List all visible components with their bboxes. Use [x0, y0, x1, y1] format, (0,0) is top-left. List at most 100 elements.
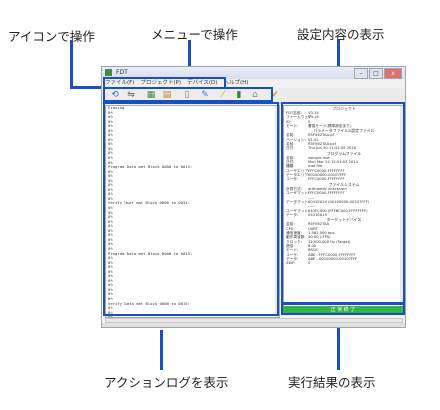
- log-line: 0%: [108, 268, 113, 274]
- settings-value: 50.00 (-FPS): [308, 235, 331, 240]
- settings-row: 計算方式:arithmetic checksum: [284, 187, 404, 191]
- settings-value: V3.14: [308, 115, 319, 120]
- settings-key: データマット:: [286, 199, 310, 204]
- settings-key: SWF:: [286, 261, 296, 266]
- maximize-button[interactable]: □: [369, 68, 383, 79]
- log-line: 0%: [108, 277, 113, 283]
- settings-row: モード:BSCK: [284, 248, 404, 252]
- window-title: FDT: [116, 69, 128, 76]
- settings-row: 名前:R5F562TAA: [284, 222, 404, 226]
- log-line: 0%: [108, 282, 113, 288]
- log-line: 0%: [108, 273, 113, 279]
- settings-value: 1,562,500 bps: [308, 230, 335, 235]
- settings-key: 逓倍:: [286, 243, 295, 248]
- settings-key: ユーザマット:: [286, 208, 310, 213]
- settings-row: ユーザ:FFFC0000-FFFFFFFF: [284, 177, 404, 181]
- highlight-result: [281, 303, 405, 315]
- settings-value: R5F562TAA.pf: [308, 133, 334, 138]
- log-line: 0%: [108, 136, 113, 142]
- app-window: FDT – □ x ファイル(F) プロジェクト(P) デバイス(D) ヘルプ(…: [101, 66, 406, 328]
- callout-icon-ops: アイコンで操作: [8, 29, 95, 44]
- menu-project[interactable]: プロジェクト(P): [140, 80, 182, 86]
- settings-key: 動作周波数:: [286, 235, 306, 240]
- settings-key: FDT名前:: [286, 111, 302, 115]
- settings-key: 種類:: [286, 164, 295, 169]
- settings-value: 書換モード(標準設定あり): [308, 124, 352, 129]
- traffic-light-icon[interactable]: ▮: [236, 90, 242, 100]
- log-line: 0%: [108, 141, 113, 147]
- log-line: Verify User mat Block 0000 to 0031:: [108, 200, 190, 206]
- settings-key: ユーザマット:: [286, 191, 310, 196]
- settings-row: 種類: mot file: [284, 164, 404, 168]
- log-line: 0%: [108, 150, 113, 156]
- settings-key: ID:: [286, 119, 292, 124]
- highlight-log: [103, 102, 279, 316]
- menu-device[interactable]: デバイス(D): [187, 80, 218, 86]
- log-line: 0%: [108, 209, 113, 215]
- settings-value: Thu Jun 30 11:41:09 2016: [308, 146, 357, 151]
- settings-section-title: プログラムファイル: [326, 150, 362, 156]
- settings-value: ABE - FFFC0000-FFFFFFFF: [308, 252, 356, 257]
- log-line: 0%: [108, 145, 113, 151]
- settings-value: 0041EA19 (00100000-00107FFF): [308, 199, 370, 204]
- settings-row: バージョン:V1.01: [284, 138, 404, 142]
- callout-menu-ops: メニューで操作: [151, 27, 238, 42]
- device-icon[interactable]: ▦: [146, 90, 156, 100]
- settings-value: V3.14: [308, 111, 319, 115]
- log-line: 0%: [108, 291, 113, 297]
- blank-doc-icon[interactable]: ▯: [184, 90, 190, 100]
- minimize-button[interactable]: –: [354, 68, 368, 79]
- settings-key: ファームウェア:: [286, 115, 313, 120]
- log-line: 0%: [108, 223, 113, 229]
- settings-key: 名前:: [286, 222, 295, 227]
- log-line: Erasing: [108, 105, 125, 110]
- settings-value: 0431EA19: [308, 212, 327, 217]
- settings-value: -----: [308, 204, 315, 209]
- connector-result: [337, 312, 340, 370]
- document-icon[interactable]: ▤: [162, 90, 172, 100]
- settings-key: CPU:: [286, 226, 295, 231]
- highlight-toolbar: [103, 87, 273, 102]
- log-line: 0%: [108, 305, 113, 311]
- settings-row: 動作周波数:50.00 (-FPS): [284, 235, 404, 239]
- log-line: 0%: [108, 218, 113, 224]
- log-line: 0%: [108, 255, 113, 261]
- connect-icon[interactable]: ⇋: [127, 90, 135, 100]
- menu-bar: ファイル(F) プロジェクト(P) デバイス(D) ヘルプ(H): [102, 79, 405, 88]
- settings-section-title: パラメータファイル&設定ファイル: [313, 128, 375, 134]
- settings-scrollbar[interactable]: [400, 106, 404, 306]
- settings-value: 0: [308, 119, 311, 124]
- settings-section-title: プロジェクト: [332, 106, 356, 111]
- log-line: 0%: [108, 236, 113, 242]
- open-project-icon[interactable]: ⟲: [111, 90, 119, 100]
- settings-row: 名前:R5F562TAA.pf: [284, 133, 404, 137]
- log-line: 0%: [108, 173, 113, 179]
- settings-value: FFFC0000-FFFFFFFF: [308, 177, 345, 182]
- read-icon[interactable]: ⌂: [252, 90, 258, 100]
- settings-key: 日付:: [286, 160, 295, 165]
- run-icon[interactable]: ✔: [271, 90, 279, 100]
- horizontal-scrollbar[interactable]: [105, 318, 403, 323]
- menu-help[interactable]: ヘルプ(H): [223, 80, 249, 86]
- settings-value: FFFC0000-FFFFFFFF: [308, 191, 345, 196]
- settings-key: データエリア:: [286, 173, 310, 178]
- log-line: 0%: [108, 195, 113, 201]
- settings-row: 日付:Thu Jun 30 11:41:09 2016: [284, 146, 404, 150]
- settings-value: mot file: [308, 164, 323, 169]
- log-line: 0%: [108, 186, 113, 192]
- menu-file[interactable]: ファイル(F): [105, 80, 135, 86]
- erase-icon[interactable]: ✎: [201, 90, 209, 100]
- settings-row: データ:0431EA19: [284, 213, 404, 217]
- callout-settings: 設定内容の表示: [297, 27, 385, 42]
- callout-action-log: アクションログを表示: [104, 375, 229, 390]
- connector-menu: [188, 40, 191, 78]
- program-icon[interactable]: ⁄: [222, 90, 224, 100]
- log-line: 0%: [108, 182, 113, 188]
- settings-value: 12,500,000 Hz (Target): [308, 239, 351, 244]
- app-icon: [105, 69, 112, 76]
- connector-log: [160, 330, 163, 370]
- close-button[interactable]: x: [384, 68, 402, 79]
- connector-icon: [70, 40, 73, 88]
